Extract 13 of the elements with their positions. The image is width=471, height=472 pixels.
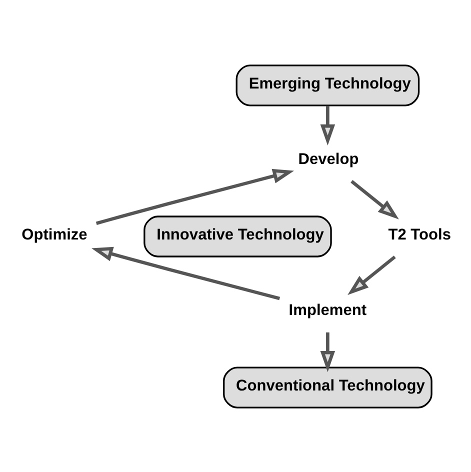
- arrow: [348, 255, 396, 294]
- node-text: Optimize: [22, 226, 88, 243]
- node-box: Conventional Technology: [223, 366, 432, 408]
- node-text: Develop: [298, 150, 359, 168]
- arrow: [350, 180, 399, 219]
- node-box: Innovative Technology: [144, 215, 332, 257]
- arrow: [92, 246, 280, 300]
- node-box: Emerging Technology: [236, 64, 420, 106]
- arrow: [320, 105, 336, 146]
- arrow: [96, 168, 294, 224]
- arrow: [320, 332, 336, 372]
- node-text: Implement: [288, 302, 367, 319]
- node-text: T2 Tools: [388, 226, 451, 243]
